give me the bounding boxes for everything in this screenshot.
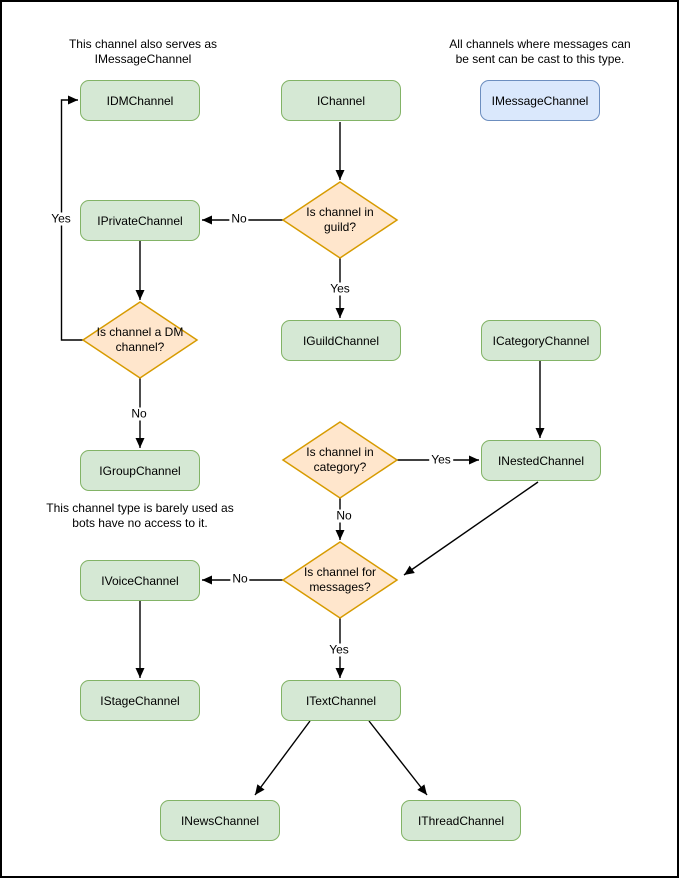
decision-is-dm-label: Is channel a DM channel?	[96, 325, 184, 354]
node-igroupchannel: IGroupChannel	[80, 450, 200, 491]
node-istagechannel: IStageChannel	[80, 680, 200, 721]
node-ivoicechannel-label: IVoiceChannel	[101, 573, 179, 588]
node-igroupchannel-label: IGroupChannel	[99, 463, 181, 478]
node-idmchannel-label: IDMChannel	[106, 93, 174, 108]
node-ithreadchannel-label: IThreadChannel	[417, 813, 505, 828]
node-icategorychannel-label: ICategoryChannel	[492, 333, 590, 348]
decision-in-category-label: Is channel in category?	[306, 445, 374, 474]
decision-is-dm-shape	[81, 301, 199, 379]
annotation-dm-note: This channel also serves as IMessageChan…	[68, 37, 218, 66]
node-itextchannel: ITextChannel	[281, 680, 401, 721]
edge-label-messages-no: No	[230, 571, 250, 586]
node-iguildchannel: IGuildChannel	[281, 320, 401, 361]
decision-in-guild-shape	[281, 181, 399, 259]
node-iprivatechannel: IPrivateChannel	[80, 200, 200, 241]
annotation-group-note: This channel type is barely used as bots…	[46, 501, 234, 530]
decision-in-guild-label: Is channel in guild?	[306, 205, 374, 234]
edge-label-category-no: No	[334, 508, 354, 523]
node-ichannel-label: IChannel	[316, 93, 366, 108]
node-ichannel: IChannel	[281, 80, 401, 121]
node-ithreadchannel: IThreadChannel	[401, 800, 521, 841]
node-iguildchannel-label: IGuildChannel	[302, 333, 380, 348]
node-imessagechannel-label: IMessageChannel	[491, 93, 589, 108]
edge-itextchannel-to-ithreadchannel	[368, 720, 428, 796]
node-itextchannel-label: ITextChannel	[305, 693, 377, 708]
annotation-message-note: All channels where messages can be sent …	[449, 37, 631, 66]
edge-itextchannel-to-inewschannel	[254, 720, 311, 796]
node-idmchannel: IDMChannel	[80, 80, 200, 121]
node-inestedchannel: INestedChannel	[481, 440, 601, 481]
node-imessagechannel: IMessageChannel	[480, 80, 600, 121]
node-inestedchannel-label: INestedChannel	[497, 453, 585, 468]
node-icategorychannel: ICategoryChannel	[481, 320, 601, 361]
edge-label-messages-yes: Yes	[327, 642, 351, 657]
edge-label-category-yes: Yes	[429, 452, 453, 467]
node-iprivatechannel-label: IPrivateChannel	[97, 213, 183, 228]
edge-label-guild-no: No	[229, 211, 249, 226]
node-istagechannel-label: IStageChannel	[100, 693, 180, 708]
decision-for-messages-shape	[281, 541, 399, 619]
edge-inestedchannel-to-messages-decision	[403, 481, 539, 576]
edge-label-guild-yes: Yes	[328, 281, 352, 296]
decision-in-category-shape	[281, 421, 399, 499]
decision-for-messages-label: Is channel for messages?	[303, 565, 377, 594]
node-ivoicechannel: IVoiceChannel	[80, 560, 200, 601]
edge-label-dm-yes: Yes	[49, 211, 73, 226]
node-inewschannel: INewsChannel	[160, 800, 280, 841]
node-inewschannel-label: INewsChannel	[180, 813, 260, 828]
edge-label-dm-no: No	[129, 406, 149, 421]
